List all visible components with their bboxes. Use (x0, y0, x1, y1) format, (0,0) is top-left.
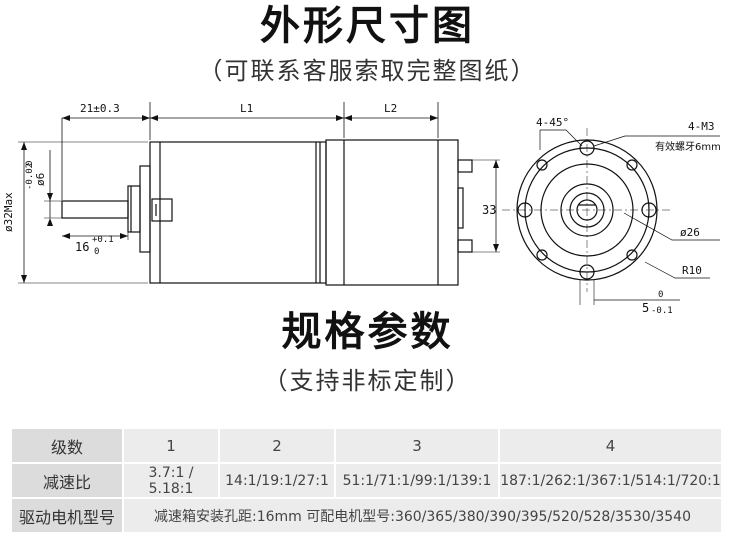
dim-5: 5 (642, 301, 649, 315)
row-label-motor: 驱动电机型号 (12, 499, 122, 532)
dim-shaft-tol-bot: -0.02 (25, 163, 35, 190)
dim-chamfer: 4-45° (536, 116, 569, 129)
dimensions-title: 外形尺寸图 (260, 3, 475, 49)
spec-table: 级数 1 2 3 4 减速比 3.7:1 / 5.18:1 14:1/19:1/… (10, 427, 723, 534)
specs-title: 规格参数 (281, 309, 454, 355)
dim-16: 16 (75, 240, 89, 254)
front-flange (139, 165, 151, 253)
table-cell: 3 (336, 429, 498, 462)
table-row: 驱动电机型号 减速箱安装孔距:16mm 可配电机型号:360/365/380/3… (12, 499, 721, 532)
table-cell: 187:1/262:1/367:1/514:1/720:1 (500, 464, 721, 497)
table-row: 级数 1 2 3 4 (12, 429, 721, 462)
dim-shaft-tol-top: 0 (25, 161, 35, 166)
dim-16-tol-top: +0.1 (92, 235, 114, 245)
dim-r10: R10 (682, 264, 702, 277)
dim-body-dia: ø32Max (2, 192, 15, 232)
table-cell: 1 (124, 429, 218, 462)
dim-5-tol-bot: -0.1 (651, 306, 673, 316)
table-cell: 14:1/19:1/27:1 (220, 464, 334, 497)
gearbox-body (149, 141, 327, 284)
dim-33: 33 (482, 203, 496, 217)
table-cell: 4 (500, 429, 721, 462)
dim-m3-thread: 有效螺牙6mm (655, 140, 721, 153)
dim-shaft-dia: ø6 (34, 173, 47, 186)
dim-26: ø26 (680, 226, 700, 239)
dimensions-subtitle: （可联系客服索取完整图纸） (198, 57, 537, 85)
table-cell: 2 (220, 429, 334, 462)
motor-terminal-top (457, 159, 473, 173)
dim-5-tol-top: 0 (658, 290, 663, 300)
shaft-collar (127, 185, 141, 233)
dim-16-tol-bot: 0 (94, 247, 99, 257)
dim-l1: L1 (240, 102, 253, 115)
table-cell: 3.7:1 / 5.18:1 (124, 464, 218, 497)
row-label-ratio: 减速比 (12, 464, 122, 497)
output-shaft (61, 200, 129, 219)
table-cell: 51:1/71:1/99:1/139:1 (336, 464, 498, 497)
dim-21: 21±0.3 (80, 102, 120, 115)
table-row: 减速比 3.7:1 / 5.18:1 14:1/19:1/27:1 51:1/7… (12, 464, 721, 497)
dim-l2: L2 (384, 102, 397, 115)
technical-drawing: 21±0.3 L1 L2 ø32Max ø6 0 -0.02 16 +0.1 0… (2, 102, 721, 316)
dim-m3: 4-M3 (688, 120, 715, 133)
row-label-stage: 级数 (12, 429, 122, 462)
motor-terminal-bottom (457, 239, 473, 253)
specs-subtitle: （支持非标定制） (263, 367, 472, 395)
table-cell: 减速箱安装孔距:16mm 可配电机型号:360/365/380/390/395/… (124, 499, 721, 532)
